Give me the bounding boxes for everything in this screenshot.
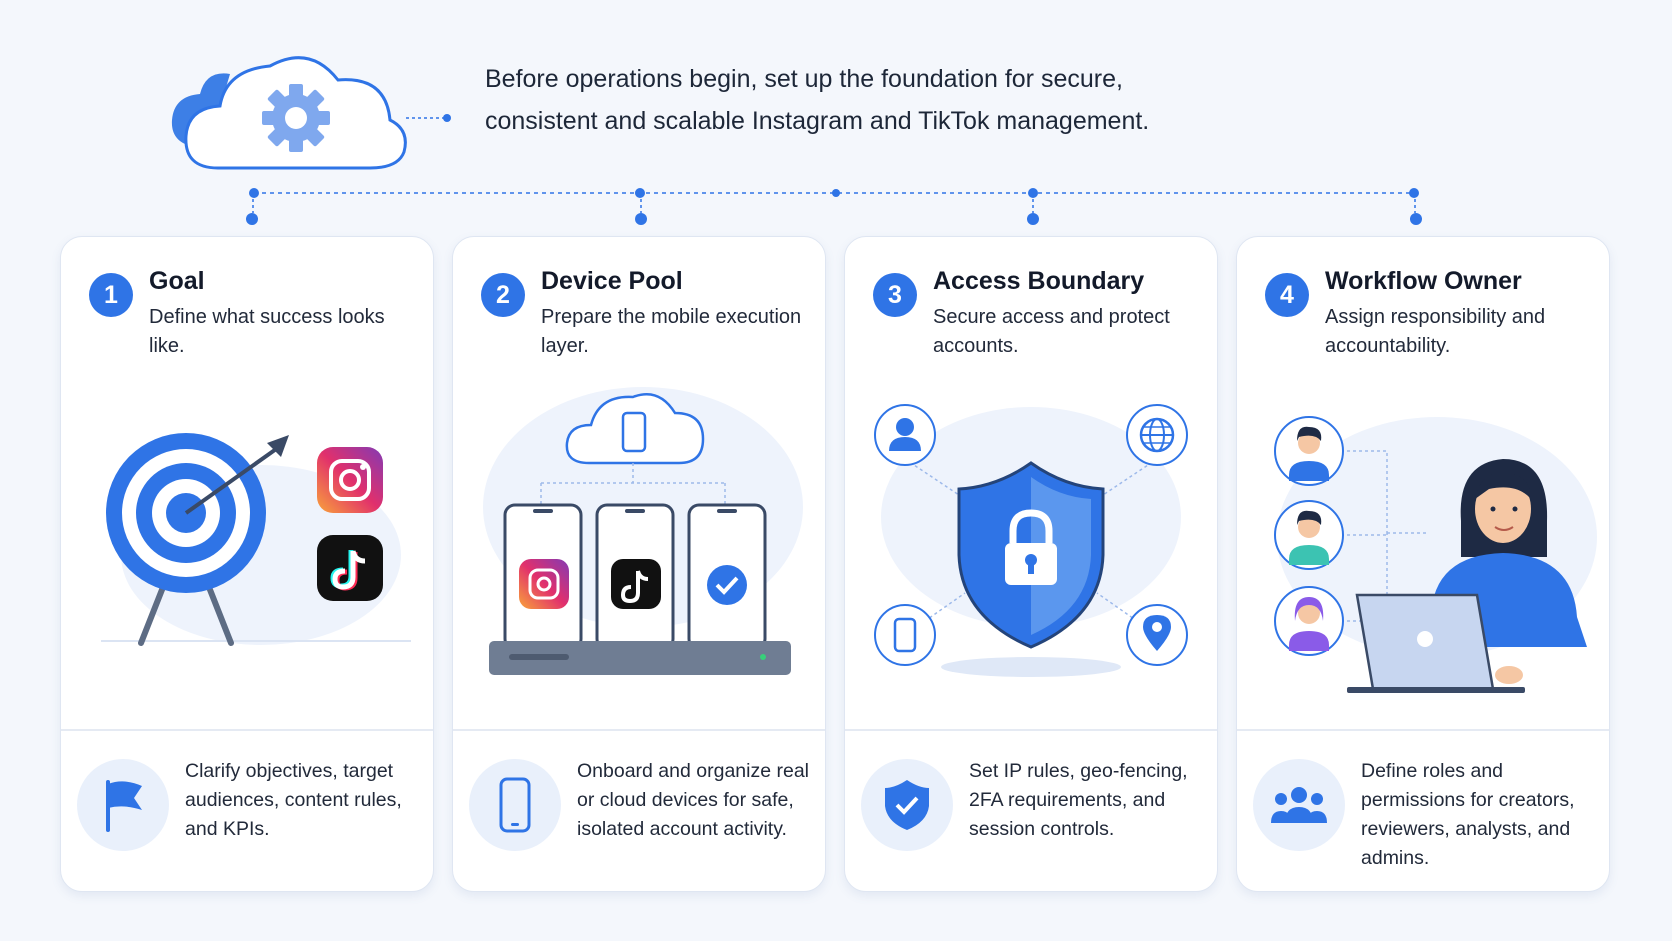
card-title: Device Pool xyxy=(541,267,683,295)
team-member-avatar xyxy=(1274,586,1344,656)
divider xyxy=(61,729,433,731)
intro-line-1: Before operations begin, set up the foun… xyxy=(485,65,1123,93)
phone-rack xyxy=(489,503,791,675)
card-device-pool: 2 Device Pool Prepare the mobile executi… xyxy=(452,236,826,892)
laptop-icon xyxy=(1347,593,1525,693)
cloud-gear-icon xyxy=(171,56,451,170)
card-goal: 1 Goal Define what success looks like. C… xyxy=(60,236,434,892)
card-workflow-owner: 4 Workflow Owner Assign responsibility a… xyxy=(1236,236,1610,892)
target-icon xyxy=(106,433,289,593)
card-footer-text: Onboard and organize real or cloud devic… xyxy=(577,760,809,840)
tiktok-icon xyxy=(317,535,383,601)
team-member-avatar xyxy=(1274,416,1344,486)
flag-icon xyxy=(77,759,169,851)
instagram-icon xyxy=(317,447,383,513)
card-footer-text: Define roles and permissions for creator… xyxy=(1361,760,1575,869)
card-subtitle: Assign responsibility and accountability… xyxy=(1325,306,1546,357)
card-title: Access Boundary xyxy=(933,267,1145,295)
connector-line xyxy=(246,188,1422,225)
divider xyxy=(453,729,825,731)
divider xyxy=(845,729,1217,731)
user-icon xyxy=(874,404,936,466)
shield-check-icon xyxy=(861,759,953,851)
card-footer-text: Clarify objectives, target audiences, co… xyxy=(185,760,402,840)
card-title: Goal xyxy=(149,267,205,295)
shield-lock-icon xyxy=(957,461,1105,649)
team-icon xyxy=(1253,759,1345,851)
step-number-badge: 3 xyxy=(873,273,917,317)
card-title: Workflow Owner xyxy=(1325,267,1522,295)
card-subtitle: Define what success looks like. xyxy=(149,306,385,357)
divider xyxy=(1237,729,1609,731)
globe-icon xyxy=(1126,404,1188,466)
step-number-badge: 1 xyxy=(89,273,133,317)
card-subtitle: Prepare the mobile execution layer. xyxy=(541,306,802,357)
card-access-boundary: 3 Access Boundary Secure access and prot… xyxy=(844,236,1218,892)
owner-avatar xyxy=(1427,459,1587,647)
intro-text: Before operations begin, set up the foun… xyxy=(485,58,1265,142)
team-member-avatar xyxy=(1274,500,1344,570)
intro-line-2: consistent and scalable Instagram and Ti… xyxy=(485,107,1150,135)
location-pin-icon xyxy=(1126,604,1188,666)
cloud-phone-icon xyxy=(565,393,705,465)
step-number-badge: 4 xyxy=(1265,273,1309,317)
smartphone-icon xyxy=(469,759,561,851)
card-subtitle: Secure access and protect accounts. xyxy=(933,306,1170,357)
card-footer-text: Set IP rules, geo-fencing, 2FA requireme… xyxy=(969,760,1188,840)
phone-icon xyxy=(874,604,936,666)
step-number-badge: 2 xyxy=(481,273,525,317)
